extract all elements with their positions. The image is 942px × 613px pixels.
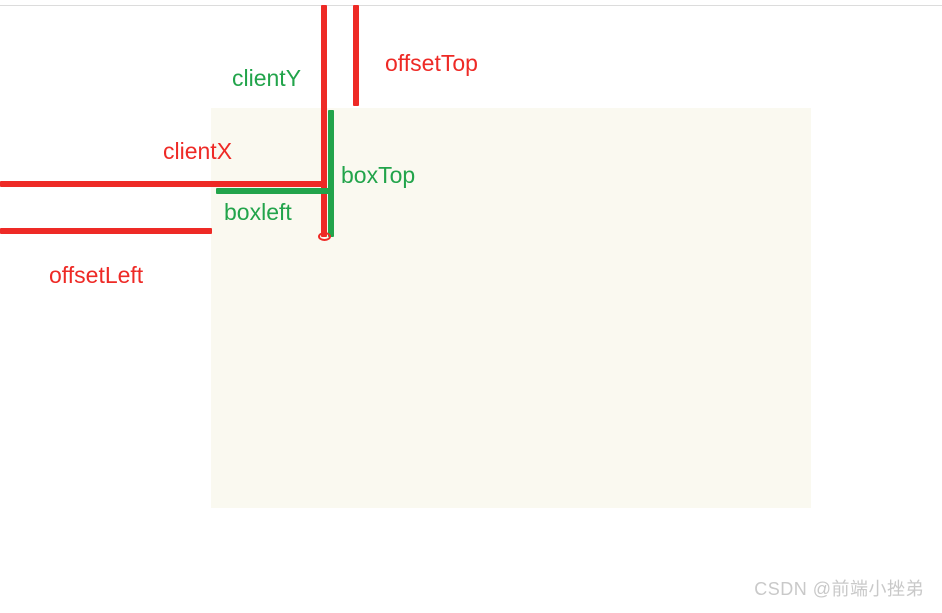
clientY-stroke bbox=[321, 5, 327, 237]
origin-marker bbox=[318, 232, 331, 241]
label-boxleft: boxleft bbox=[224, 199, 292, 225]
boxTop-stroke bbox=[328, 110, 334, 237]
offsetTop-stroke bbox=[353, 5, 359, 106]
label-clientY: clientY bbox=[232, 65, 302, 91]
top-divider-rule bbox=[0, 5, 942, 6]
csdn-watermark: CSDN @前端小挫弟 bbox=[754, 579, 924, 599]
boxleft-stroke bbox=[216, 188, 331, 194]
label-offsetTop: offsetTop bbox=[385, 50, 478, 76]
label-boxTop: boxTop bbox=[341, 162, 416, 188]
label-clientX: clientX bbox=[163, 138, 233, 164]
label-offsetLeft: offsetLeft bbox=[49, 262, 144, 288]
clientX-stroke bbox=[0, 181, 326, 187]
element-box bbox=[211, 108, 811, 508]
offsetLeft-stroke bbox=[0, 228, 212, 234]
